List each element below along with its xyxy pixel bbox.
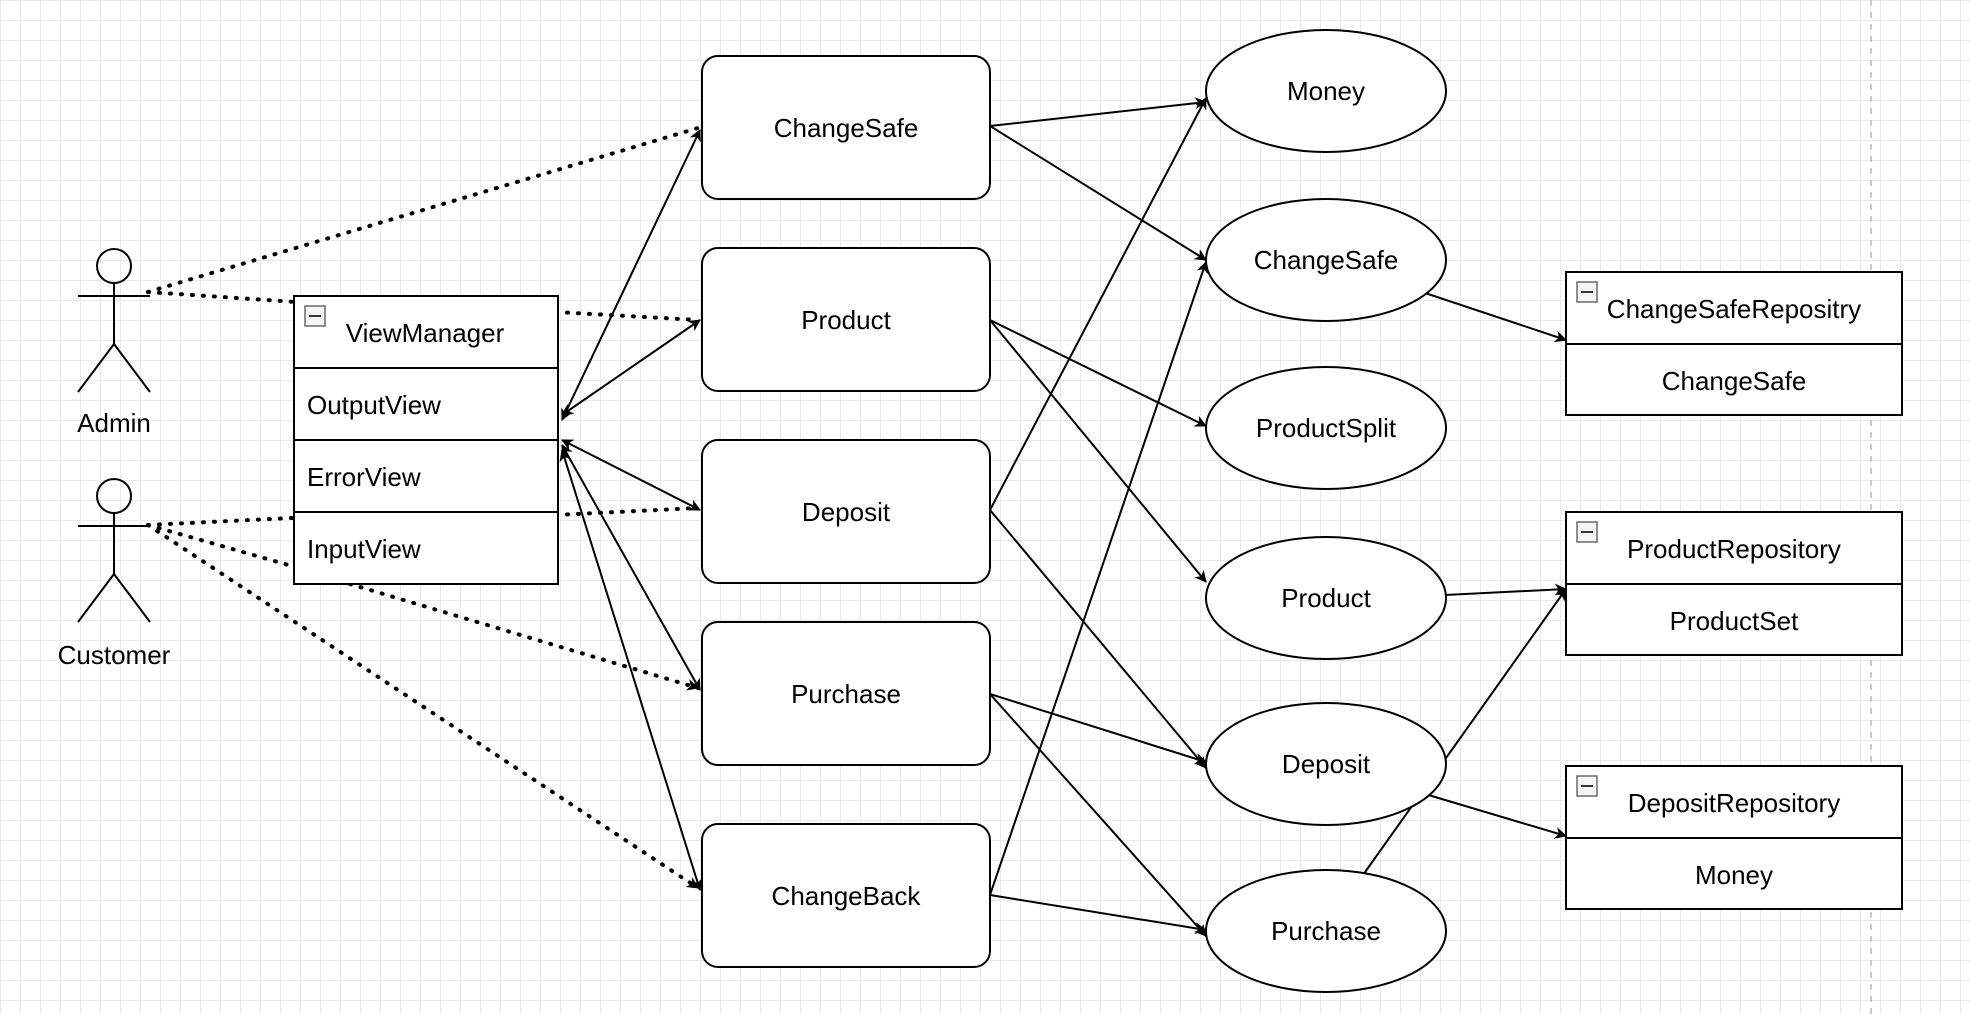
viewmanager-title: ViewManager: [346, 318, 505, 348]
repository-title: DepositRepository: [1628, 788, 1840, 818]
repository-title: ProductRepository: [1627, 534, 1841, 564]
controller-label: Product: [801, 305, 891, 335]
controller-label: ChangeSafe: [774, 113, 919, 143]
edge-product-productsplit[interactable]: [989, 319, 1207, 427]
edge-changeback-changesafe[interactable]: [989, 261, 1209, 896]
edge-purchase-productrepository[interactable]: [1362, 588, 1567, 876]
edge-product-product[interactable]: [989, 319, 1207, 583]
domain-label: Money: [1287, 76, 1365, 106]
stick-figure-icon: [77, 478, 151, 623]
edge-deposit-deposit[interactable]: [989, 509, 1207, 769]
stick-figure-icon: [77, 248, 151, 393]
edge-product-productrepository[interactable]: [1444, 583, 1567, 596]
domain-deposit[interactable]: Deposit: [1205, 702, 1447, 826]
actor-admin-label: Admin: [77, 408, 151, 438]
domain-purchase[interactable]: Purchase: [1205, 869, 1447, 993]
repository-title: ChangeSafeRepositry: [1607, 294, 1861, 324]
controller-changesafe[interactable]: ChangeSafe: [701, 55, 991, 200]
actor-admin[interactable]: Admin: [77, 248, 151, 438]
edge-changeback-purchase[interactable]: [989, 894, 1207, 935]
edge-viewmanager-changesafe[interactable]: [561, 129, 701, 421]
viewmanager-row-inputview[interactable]: InputView: [307, 534, 421, 564]
edge-deposit-money[interactable]: [989, 97, 1207, 511]
domain-product[interactable]: Product: [1205, 536, 1447, 660]
repository-changesaferepositry[interactable]: ChangeSafeRepositry ChangeSafe: [1565, 271, 1903, 416]
assoc-customer-viewmanager[interactable]: [146, 516, 294, 527]
edge-changesafe-money[interactable]: [989, 97, 1207, 127]
edge-purchase-deposit[interactable]: [989, 693, 1207, 765]
edge-viewmanager-deposit[interactable]: [561, 439, 701, 511]
edge-changesafe-changesafe[interactable]: [989, 125, 1207, 261]
domain-changesafe[interactable]: ChangeSafe: [1205, 198, 1447, 322]
collapse-toggle-icon[interactable]: [1576, 521, 1598, 543]
viewmanager-row-errorview[interactable]: ErrorView: [307, 462, 421, 492]
repository-productrepository[interactable]: ProductRepository ProductSet: [1565, 511, 1903, 656]
assoc-viewmanager-product[interactable]: [554, 310, 700, 322]
controller-purchase[interactable]: Purchase: [701, 621, 991, 766]
controller-changeback[interactable]: ChangeBack: [701, 823, 991, 968]
repository-item[interactable]: Money: [1695, 860, 1773, 890]
assoc-customer-inputview[interactable]: [146, 523, 294, 568]
controller-deposit[interactable]: Deposit: [701, 439, 991, 584]
actor-customer-label: Customer: [58, 640, 171, 670]
assoc-admin-changesafe[interactable]: [146, 126, 700, 294]
assoc-admin-viewmanager[interactable]: [146, 290, 298, 304]
collapse-toggle-icon[interactable]: [1576, 281, 1598, 303]
domain-label: Deposit: [1282, 749, 1371, 779]
domain-label: ChangeSafe: [1254, 245, 1399, 275]
edge-changesafe-changesaferepositry[interactable]: [1424, 292, 1567, 343]
collapse-toggle-icon[interactable]: [1576, 775, 1598, 797]
domain-money[interactable]: Money: [1205, 29, 1447, 153]
repository-item[interactable]: ProductSet: [1670, 606, 1799, 636]
collapse-toggle-icon[interactable]: [304, 305, 326, 327]
domain-label: ProductSplit: [1256, 413, 1397, 443]
assoc-viewmanager-purchase[interactable]: [348, 582, 700, 691]
controller-label: Purchase: [791, 679, 901, 709]
domain-label: Product: [1281, 583, 1371, 613]
actor-customer[interactable]: Customer: [58, 478, 171, 670]
repository-item[interactable]: ChangeSafe: [1662, 366, 1807, 396]
solid-associations: [559, 97, 1567, 937]
assoc-viewmanager-deposit[interactable]: [554, 506, 700, 517]
controller-product[interactable]: Product: [701, 247, 991, 392]
edge-viewmanager-product[interactable]: [561, 319, 701, 416]
domain-productsplit[interactable]: ProductSplit: [1205, 366, 1447, 490]
controller-label: Deposit: [802, 497, 891, 527]
edge-purchase-purchase[interactable]: [989, 693, 1207, 937]
viewmanager-row-outputview[interactable]: OutputView: [307, 390, 441, 420]
edge-viewmanager-changeback[interactable]: [559, 449, 703, 891]
repository-depositrepository[interactable]: DepositRepository Money: [1565, 765, 1903, 910]
domain-label: Purchase: [1271, 916, 1381, 946]
edge-deposit-depositrepository[interactable]: [1424, 793, 1567, 839]
viewmanager-class[interactable]: ViewManager OutputView ErrorView InputVi…: [293, 295, 559, 585]
controller-label: ChangeBack: [772, 881, 922, 911]
